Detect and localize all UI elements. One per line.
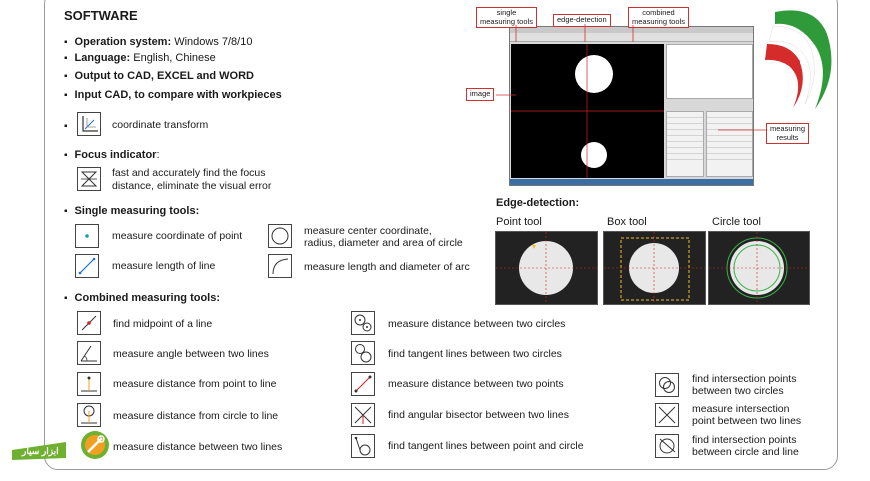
combined-col3-item-2-line2: between circle and line <box>692 446 799 458</box>
combined-col2-item-4: find tangent lines between point and cir… <box>388 440 584 452</box>
circle-tool-label: Circle tool <box>712 216 761 228</box>
logo-badge-icon <box>12 431 109 460</box>
focus-indicator-title: Focus indicator: <box>64 149 160 161</box>
window-image-area <box>511 44 664 178</box>
point-to-line-icon <box>77 372 101 396</box>
window-results-grid <box>706 111 753 177</box>
content-frame <box>44 0 838 470</box>
single-line-label: measure length of line <box>112 260 216 272</box>
brand-logo: ابزار سیار <box>10 428 110 464</box>
arc-icon <box>268 254 292 278</box>
edge-detection-title: Edge-detection: <box>496 197 580 209</box>
single-arc-label: measure length and diameter of arc <box>304 261 470 273</box>
tangent-circles-icon <box>351 341 375 365</box>
coordinate-transform-label: coordinate transform <box>112 119 209 131</box>
combined-col3-item-0-line2: between two circles <box>692 385 784 397</box>
midpoint-icon <box>77 311 101 335</box>
combined-col1-item-0: find midpoint of a line <box>113 318 213 330</box>
window-results-panel <box>666 44 753 99</box>
angle-lines-icon <box>77 341 101 365</box>
circle-to-line-icon <box>77 403 101 427</box>
window-taskbar <box>510 179 753 185</box>
combined-col2-item-2: measure distance between two points <box>388 378 564 390</box>
combined-col2-item-1: find tangent lines between two circles <box>388 348 562 360</box>
point-tool-image <box>495 231 598 305</box>
combined-col1-item-4: measure distance between two lines <box>113 441 283 453</box>
feature-language: Language: English, Chinese <box>64 52 216 64</box>
combined-col3-item-0-line1: find intersection points <box>692 373 797 385</box>
window-results-table <box>666 111 704 177</box>
combined-col2-item-0: measure distance between two circles <box>388 318 566 330</box>
single-tools-title: Single measuring tools: <box>64 205 200 217</box>
single-circle-label-1: measure center coordinate, <box>304 225 432 237</box>
circles-intersection-icon <box>655 373 679 397</box>
focus-indicator-icon <box>77 167 101 191</box>
box-tool-image <box>603 231 706 305</box>
focus-desc-2: distance, eliminate the visual error <box>112 180 272 192</box>
focus-desc-1: fast and accurately find the focus <box>112 167 266 179</box>
circle-icon <box>268 224 292 248</box>
box-tool-label: Box tool <box>607 216 647 228</box>
software-window-screenshot <box>509 26 754 186</box>
combined-col1-item-1: measure angle between two lines <box>113 348 269 360</box>
circle-line-intersection-icon <box>655 434 679 458</box>
combined-col2-item-3: find angular bisector between two lines <box>388 409 569 421</box>
line-icon <box>75 254 99 278</box>
combined-col3-item-1-line2: point between two lines <box>692 415 802 427</box>
feature-output: Output to CAD, EXCEL and WORD <box>64 70 254 82</box>
callout-edge-detection: edge-detection <box>553 14 611 27</box>
lines-intersection-icon <box>655 403 679 427</box>
two-points-icon <box>351 372 375 396</box>
single-point-label: measure coordinate of point <box>112 230 243 242</box>
section-title-software: SOFTWARE <box>64 8 138 23</box>
window-toolbar <box>510 33 753 42</box>
coordinate-transform-icon <box>77 112 101 136</box>
single-circle-label-2: radius, diameter and area of circle <box>304 237 463 249</box>
feature-os: Operation system: Windows 7/8/10 <box>64 36 253 48</box>
angular-bisector-icon <box>351 403 375 427</box>
two-circles-distance-icon <box>351 311 375 335</box>
logo-text: ابزار سیار <box>22 446 59 456</box>
combined-tools-title: Combined measuring tools: <box>64 292 220 304</box>
combined-col3-item-1-line1: measure intersection <box>692 403 790 415</box>
callout-leader-lines <box>496 24 766 131</box>
point-tool-label: Point tool <box>496 216 542 228</box>
tangent-point-circle-icon <box>351 434 375 458</box>
combined-col1-item-2: measure distance from point to line <box>113 378 277 390</box>
flag-ribbon-icon <box>765 10 832 110</box>
combined-col1-item-3: measure distance from circle to line <box>113 410 279 422</box>
combined-col3-item-2-line1: find intersection points <box>692 434 797 446</box>
point-icon <box>75 224 99 248</box>
circle-tool-image <box>708 231 810 305</box>
bullet-coordinate <box>64 120 75 132</box>
window-menubar <box>510 27 753 33</box>
callout-image: image <box>466 88 495 101</box>
feature-input: Input CAD, to compare with workpieces <box>64 89 282 101</box>
